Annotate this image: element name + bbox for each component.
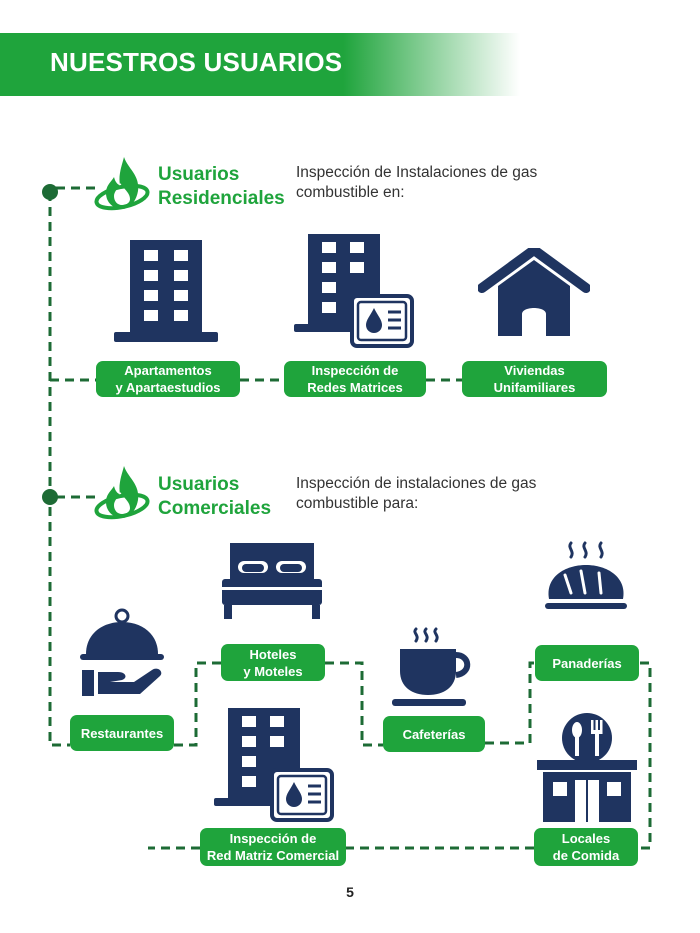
serving-cloche-icon <box>78 608 166 698</box>
pill-houses-line2: Unifamiliares <box>493 380 576 395</box>
pill-network-line1: Inspección de <box>311 363 399 378</box>
pill-hotels: Hoteles y Moteles <box>221 644 325 681</box>
pill-houses: Viviendas Unifamiliares <box>462 361 607 397</box>
pill-network-line2: Redes Matrices <box>307 380 403 395</box>
flame-logo-icon <box>94 464 150 526</box>
pill-food-stores-line2: de Comida <box>552 848 620 863</box>
pill-commercial-network: Inspección de Red Matriz Comercial <box>200 828 346 866</box>
building-meter-icon <box>294 232 414 350</box>
commercial-desc-line1: Inspección de instalaciones de gas <box>296 475 537 492</box>
pill-apartments: Apartamentos y Apartaestudios <box>96 361 240 397</box>
commercial-description: Inspección de instalaciones de gas combu… <box>296 474 556 514</box>
commercial-title: Usuarios Comerciales <box>158 473 271 521</box>
house-icon <box>478 248 590 338</box>
residential-description: Inspección de Instalaciones de gas combu… <box>296 163 556 203</box>
bread-icon <box>545 541 627 621</box>
flame-logo-icon <box>94 155 150 217</box>
residential-title-line1: Usuarios <box>158 164 240 185</box>
pill-apartments-line2: y Apartaestudios <box>115 380 221 395</box>
building-meter-icon <box>214 706 334 824</box>
pill-hotels-line1: Hoteles <box>249 646 297 662</box>
pill-restaurants-label: Restaurantes <box>80 725 164 741</box>
pill-cafes-label: Cafeterías <box>402 726 466 742</box>
pill-network-inspection: Inspección de Redes Matrices <box>284 361 426 397</box>
pill-houses-line1: Viviendas <box>504 363 565 378</box>
residential-desc-line1: Inspección de Instalaciones de gas <box>296 164 538 181</box>
commercial-title-line2: Comerciales <box>158 498 272 519</box>
pill-apartments-line1: Apartamentos <box>124 363 212 378</box>
page-title: NUESTROS USUARIOS <box>50 47 343 77</box>
pill-commercial-network-line1: Inspección de <box>229 831 317 846</box>
apartment-building-icon <box>114 240 218 344</box>
pill-food-stores-line1: Locales <box>561 831 611 846</box>
commercial-desc-line2: combustible para: <box>296 495 419 512</box>
residential-title: Usuarios Residenciales <box>158 163 285 211</box>
header-banner: NUESTROS USUARIOS <box>0 33 520 96</box>
pill-commercial-network-line2: Red Matriz Comercial <box>206 848 340 863</box>
page-number: 5 <box>346 884 354 900</box>
pill-food-stores: Locales de Comida <box>534 828 638 866</box>
food-store-icon <box>537 712 637 824</box>
residential-title-line2: Residenciales <box>158 188 285 209</box>
coffee-cup-icon <box>390 627 476 709</box>
commercial-title-line1: Usuarios <box>158 474 240 495</box>
pill-restaurants: Restaurantes <box>70 715 174 751</box>
pill-cafes: Cafeterías <box>383 716 485 752</box>
pill-bakeries-label: Panaderías <box>552 655 622 671</box>
residential-desc-line2: combustible en: <box>296 184 405 201</box>
pill-hotels-line2: y Moteles <box>243 663 303 679</box>
pill-bakeries: Panaderías <box>535 645 639 681</box>
bed-icon <box>222 539 322 621</box>
